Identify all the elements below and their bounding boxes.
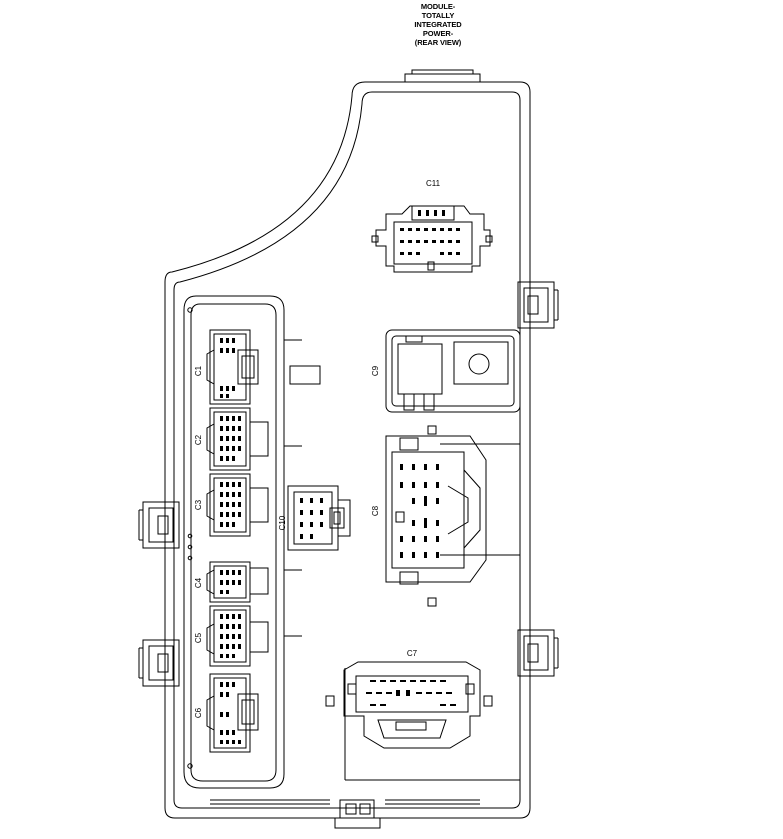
mount-bracket-left-top bbox=[138, 501, 180, 549]
mount-bracket-right-bottom bbox=[517, 629, 559, 677]
pin-grid-c1 bbox=[220, 338, 235, 398]
connector-c8-body bbox=[385, 425, 487, 607]
connector-c7-body bbox=[325, 661, 493, 749]
label-c6: C6 bbox=[194, 707, 203, 718]
connector-c6-body bbox=[206, 673, 259, 753]
pin-grid-c7 bbox=[366, 680, 456, 706]
label-c9: C9 bbox=[371, 365, 380, 376]
label-c8: C8 bbox=[371, 505, 380, 516]
pin-grid-c11 bbox=[400, 210, 460, 255]
title-line-5: (REAR VIEW) bbox=[414, 38, 462, 47]
diagram-title: MODULE- TOTALLY INTEGRATED POWER- (REAR … bbox=[398, 2, 478, 47]
label-c10: C10 bbox=[278, 515, 287, 530]
title-line-1: MODULE- bbox=[420, 2, 456, 11]
pin-grid-c2 bbox=[220, 416, 241, 461]
label-c1: C1 bbox=[194, 365, 203, 376]
connector-c3-body bbox=[206, 473, 269, 537]
housing-outline bbox=[164, 69, 531, 829]
mount-bracket-left-bottom bbox=[138, 639, 180, 687]
pin-grid-c3 bbox=[220, 482, 241, 527]
pin-grid-c5 bbox=[220, 614, 241, 658]
label-c3: C3 bbox=[194, 499, 203, 510]
pin-grid-c8 bbox=[400, 464, 439, 558]
label-c2: C2 bbox=[194, 434, 203, 445]
connector-c2-body bbox=[206, 407, 269, 471]
label-c11: C11 bbox=[426, 179, 441, 188]
left-connector-panel bbox=[183, 295, 285, 789]
mount-bracket-right-top bbox=[517, 281, 559, 329]
panel-edge-tabs bbox=[284, 339, 321, 637]
label-c5: C5 bbox=[194, 632, 203, 643]
label-c7: C7 bbox=[407, 649, 418, 658]
pin-grid-c6 bbox=[220, 682, 241, 744]
title-line-2: TOTALLY bbox=[421, 11, 455, 20]
pin-grid-c10 bbox=[300, 498, 323, 539]
pin-grid-c4 bbox=[220, 570, 241, 594]
connector-c11-body bbox=[371, 205, 493, 273]
title-line-3: INTEGRATED bbox=[414, 20, 462, 29]
label-c4: C4 bbox=[194, 577, 203, 588]
title-line-4: POWER- bbox=[422, 29, 454, 38]
connector-c4-body bbox=[206, 561, 269, 603]
connector-c9-body bbox=[385, 329, 521, 413]
connector-c10-body bbox=[287, 485, 351, 551]
connector-c1-body bbox=[206, 329, 259, 405]
connector-c5-body bbox=[206, 605, 269, 667]
